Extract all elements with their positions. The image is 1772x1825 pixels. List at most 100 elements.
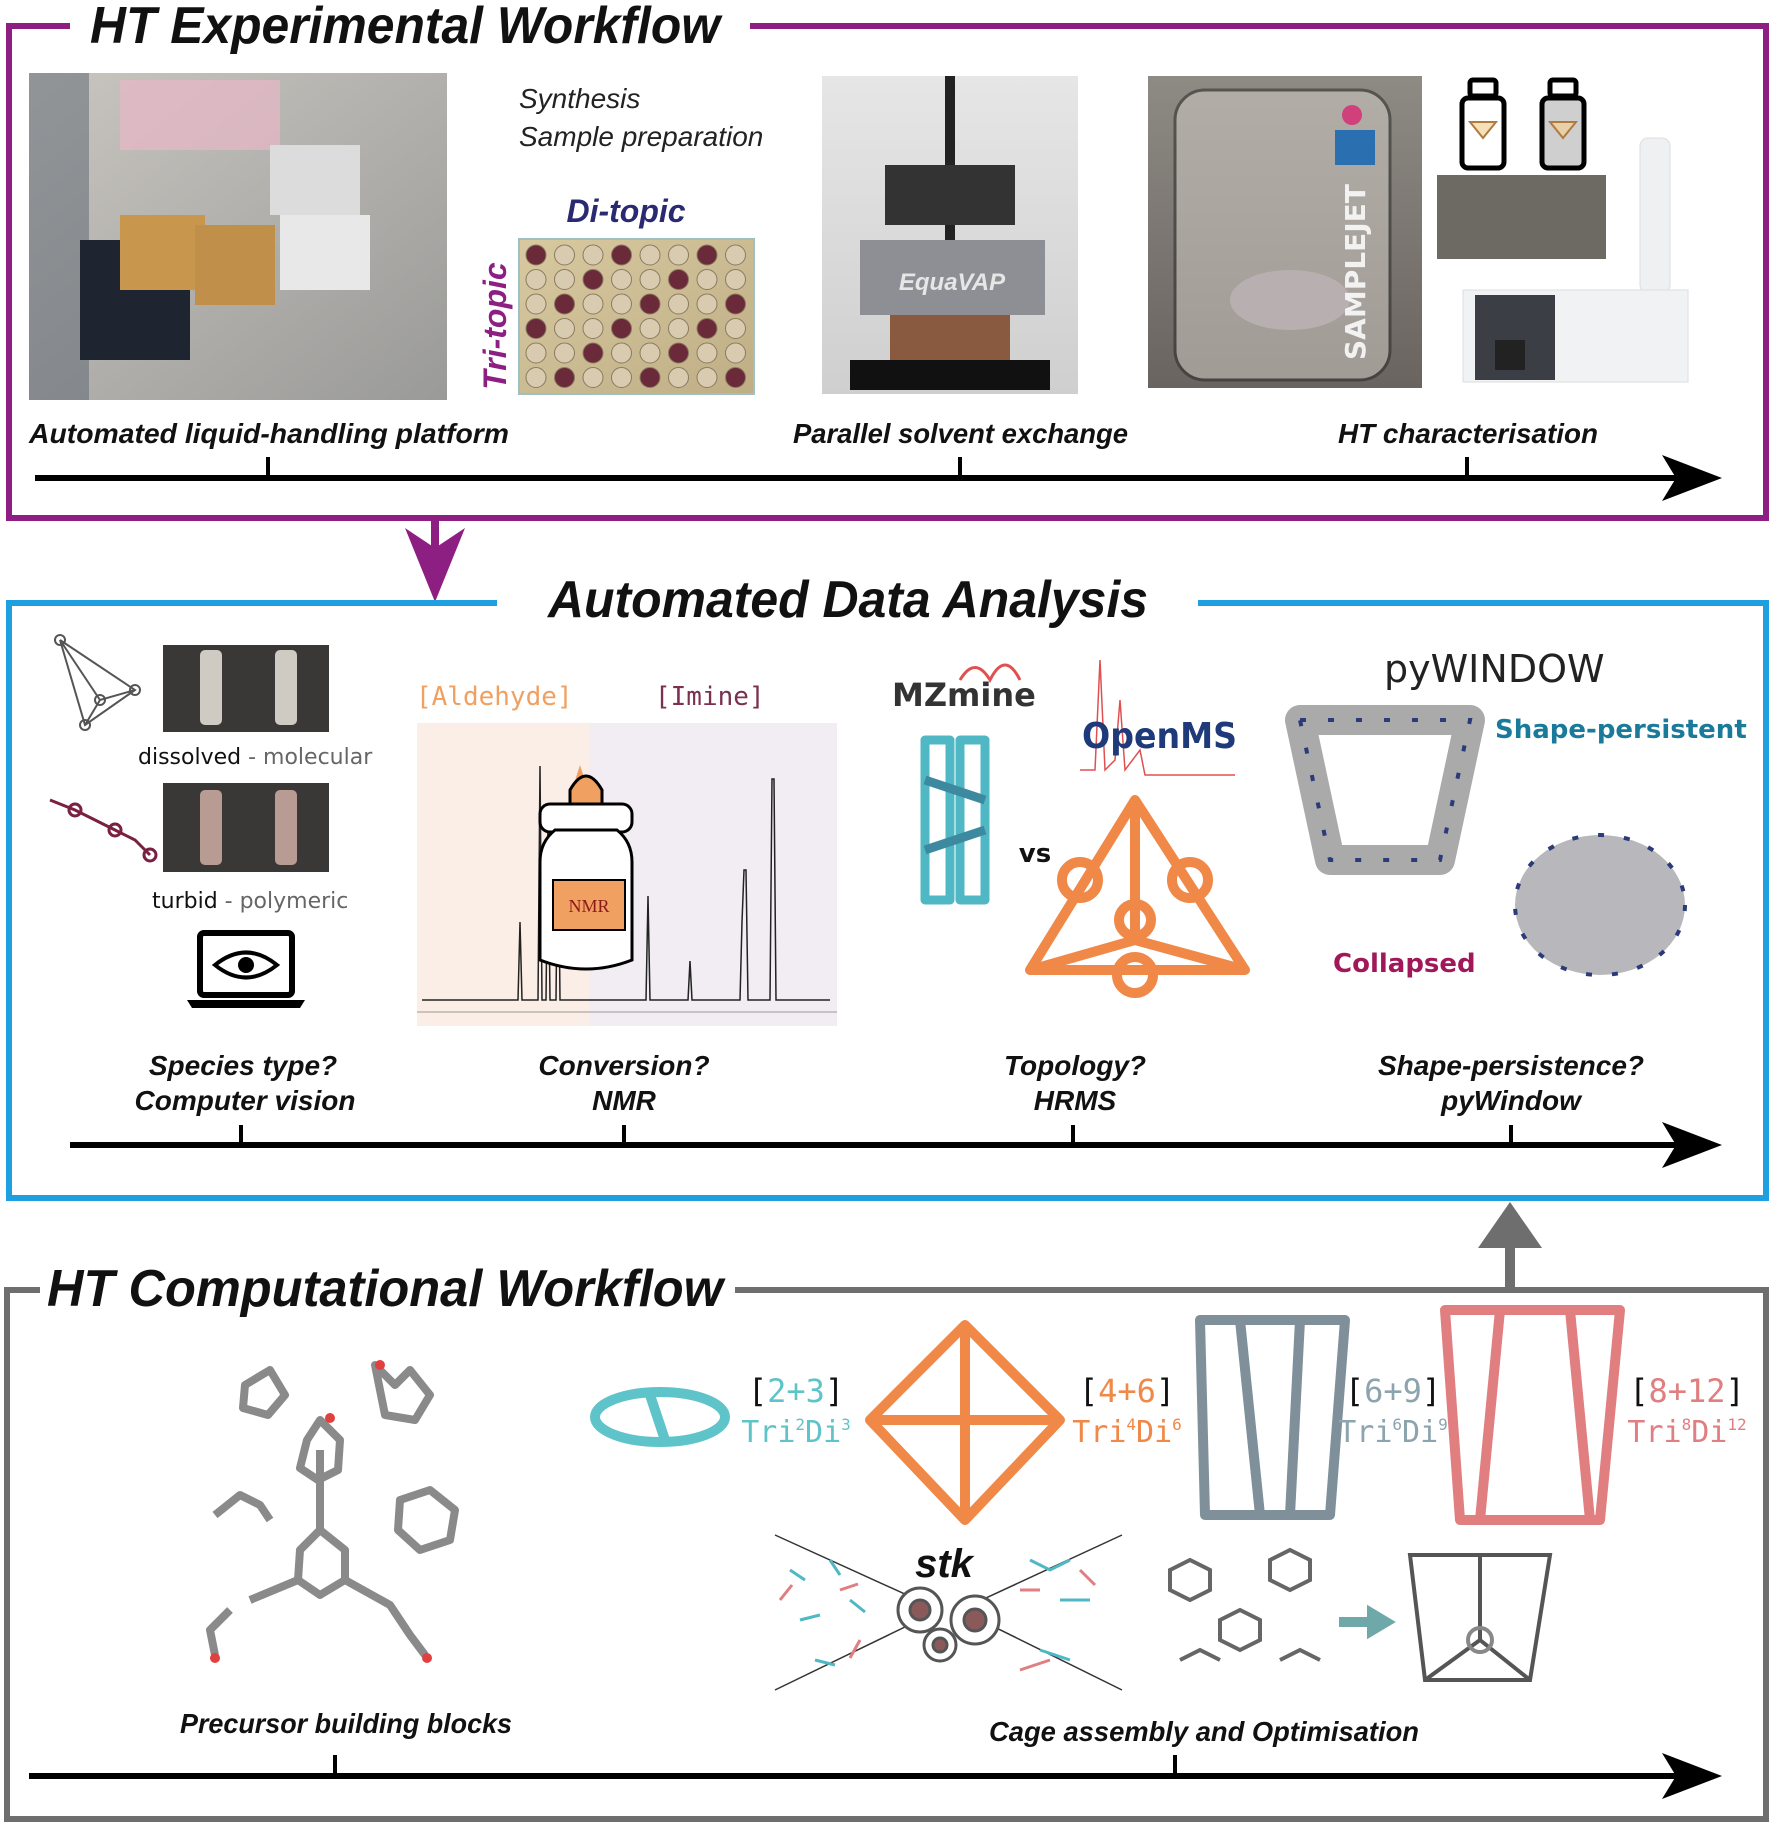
experimental-timeline-arrow (35, 455, 1722, 501)
topology-label-4-6: [4+6] Tri4Di6 (1072, 1372, 1182, 1450)
step-cage-assembly: Cage assembly and Optimisation (989, 1716, 1419, 1747)
svg-text:[8+12]: [8+12] (1629, 1372, 1745, 1410)
well (582, 318, 604, 339)
svg-text:[2+3]: [2+3] (748, 1372, 844, 1410)
vs-label: vs (1019, 839, 1051, 869)
photo-vials (1437, 175, 1606, 259)
method-hrms: HRMS (1034, 1085, 1117, 1116)
step-solvent-exchange: Parallel solvent exchange (793, 418, 1128, 449)
well (639, 318, 661, 339)
cage-2-3 (590, 1387, 730, 1447)
well (611, 293, 632, 315)
well (554, 342, 575, 364)
question-species-type: Species type? (149, 1050, 337, 1081)
photo-liquid-handler (29, 73, 447, 400)
method-nmr: NMR (592, 1085, 657, 1116)
well (582, 269, 604, 290)
well (668, 244, 689, 266)
topology-label-2-3: [2+3] Tri2Di3 (741, 1372, 851, 1450)
method-pywindow: pyWindow (1440, 1085, 1583, 1116)
well (725, 244, 746, 266)
well (725, 293, 746, 315)
computational-timeline-arrow (29, 1753, 1722, 1799)
mzmine-logo: MZmine (892, 676, 1036, 714)
sample-prep-label: Sample preparation (519, 121, 763, 152)
equavap-logo: EquaVAP (899, 269, 1006, 296)
well (525, 367, 547, 388)
oxygen-atoms-icon (210, 1360, 432, 1663)
photo-solvent-evaporator: EquaVAP (822, 76, 1078, 394)
well (725, 342, 746, 364)
svg-text:[6+9]: [6+9] (1345, 1372, 1441, 1410)
stk-assembly-diagram: stk (774, 1534, 1123, 1691)
cage-topologies: [2+3] Tri2Di3 [4+6] Tri4Di6 [6+9] Tri6Di… (590, 1305, 1747, 1525)
samplejet-logo: SAMPLEJET (1339, 184, 1372, 360)
well (525, 318, 547, 339)
svg-text:[4+6]: [4+6] (1079, 1372, 1175, 1410)
well (554, 244, 575, 266)
molecule-discrete-cage (54, 634, 141, 731)
computational-panel: HT Computational Workflow (4, 1260, 1769, 1822)
well (668, 367, 689, 388)
collapsed-label: Collapsed (1333, 949, 1476, 979)
experimental-frame (6, 23, 1769, 521)
well (639, 293, 661, 315)
synthesis-label: Synthesis (519, 83, 640, 114)
svg-text:Tri6Di9: Tri6Di9 (1338, 1415, 1448, 1450)
laptop-eye-icon (187, 930, 305, 1008)
well (696, 367, 718, 388)
well (525, 342, 547, 364)
step-liquid-handling: Automated liquid-handling platform (28, 418, 509, 449)
step-characterisation: HT characterisation (1338, 418, 1598, 449)
well (582, 367, 604, 388)
photo-nmr-samplejet: SAMPLEJET (1148, 76, 1422, 388)
step-precursor-building-blocks: Precursor building blocks (180, 1708, 512, 1739)
well (611, 318, 632, 339)
molecule-polymer-chain (49, 798, 158, 863)
well (668, 293, 689, 315)
well (525, 293, 547, 315)
vials-icon (1459, 77, 1587, 171)
openms-spectrum-icon (1080, 659, 1235, 776)
svg-text:Tri8Di12: Tri8Di12 (1627, 1415, 1746, 1450)
well (554, 269, 575, 290)
well (611, 269, 632, 290)
well (639, 244, 661, 266)
well (611, 367, 632, 388)
well (554, 293, 575, 315)
molecule-collapsed-cage (1513, 833, 1687, 977)
well (582, 293, 604, 315)
aldehyde-label: [Aldehyde] (416, 682, 573, 712)
well (525, 269, 547, 290)
well (611, 244, 632, 266)
well (639, 269, 661, 290)
topology-label-6-9: [6+9] Tri6Di9 (1338, 1372, 1448, 1450)
mzmine-peaks-icon (958, 663, 1022, 684)
di-topic-label: Di-topic (566, 193, 685, 229)
optimisation-fragments (1168, 1547, 1321, 1662)
well (668, 342, 689, 364)
well (554, 367, 575, 388)
photo-mass-spectrometer (1462, 137, 1689, 383)
nmr-glue-bottle-icon: NMR (538, 765, 634, 971)
question-conversion: Conversion? (538, 1050, 709, 1081)
well (525, 244, 547, 266)
topology-label-8-12: [8+12] Tri8Di12 (1627, 1372, 1746, 1450)
analysis-title: Automated Data Analysis (546, 571, 1148, 629)
well (725, 367, 746, 388)
well (554, 318, 575, 339)
svg-text:Tri2Di3: Tri2Di3 (741, 1415, 851, 1450)
dissolved-molecular-label: dissolved - molecular (138, 745, 373, 770)
well (582, 342, 604, 364)
experimental-panel: HT Experimental Workflow Synthesis Sampl… (6, 0, 1769, 521)
imine-label: [Imine] (655, 682, 765, 712)
well (639, 367, 661, 388)
molecule-orange-cage (1025, 795, 1250, 998)
well (668, 318, 689, 339)
pywindow-logo: pyWINDOW (1384, 647, 1605, 691)
nmr-bottle-label: NMR (568, 896, 609, 916)
analysis-panel: Automated Data Analysis dissolved - mole… (6, 571, 1769, 1201)
cage-4-6 (865, 1320, 1065, 1525)
well (725, 269, 746, 290)
